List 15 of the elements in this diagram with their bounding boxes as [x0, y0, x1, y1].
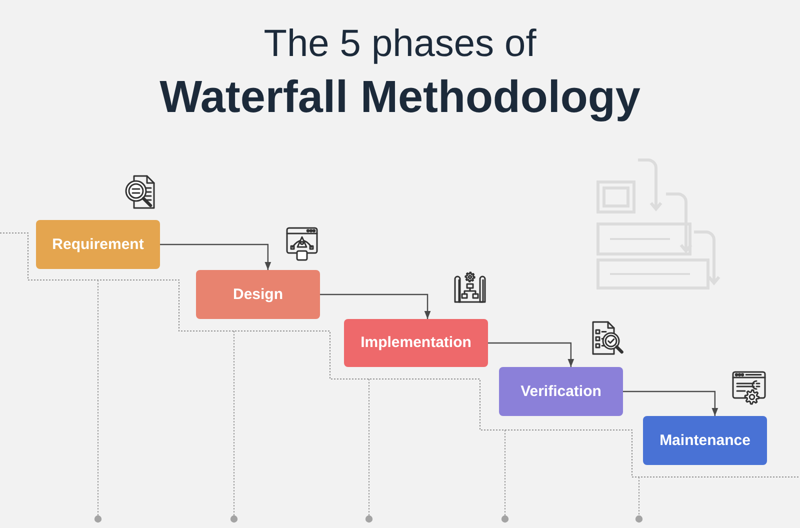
- phase-box: [36, 220, 160, 269]
- title: The 5 phases of Waterfall Methodology: [158, 22, 642, 124]
- phase-box: [643, 416, 767, 465]
- phase-label: Design: [232, 286, 283, 304]
- connector-arrow: [160, 244, 272, 270]
- phase-label: Requirement: [52, 236, 144, 254]
- connector-arrow: [320, 294, 431, 319]
- phase-box: [344, 319, 488, 367]
- phase-box: [499, 367, 623, 416]
- phase-label: Implementation: [360, 334, 472, 352]
- phase-label: Verification: [520, 382, 602, 400]
- connector-arrow: [488, 342, 574, 367]
- connector-arrow: [623, 390, 718, 416]
- phase-box: [196, 270, 320, 319]
- phase-label: Maintenance: [660, 432, 750, 450]
